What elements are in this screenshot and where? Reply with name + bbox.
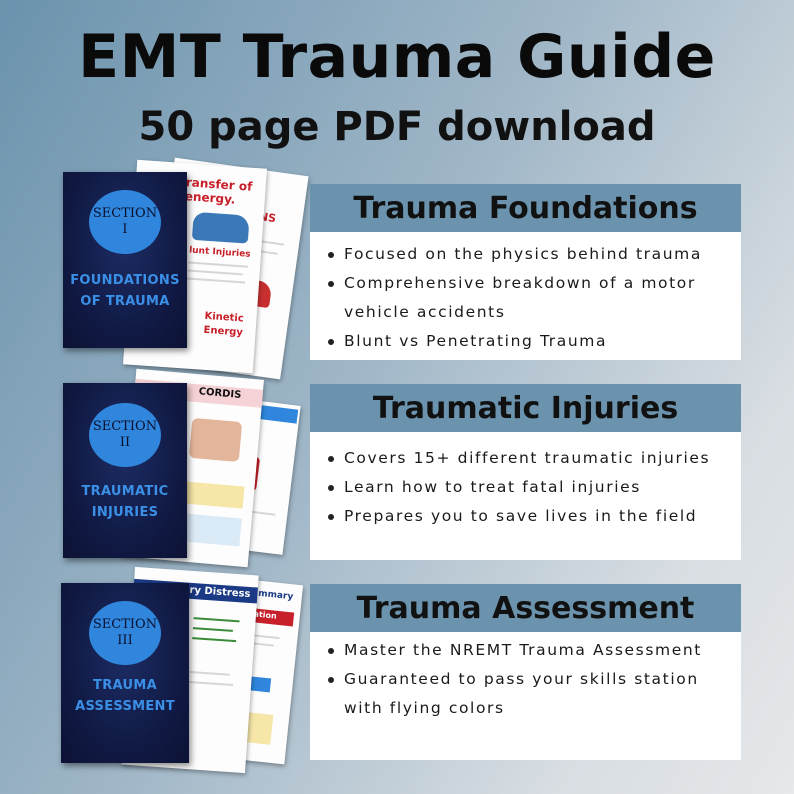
page-title: EMT Trauma Guide xyxy=(78,22,716,92)
card-heading: Trauma Assessment xyxy=(310,584,741,632)
book-mockup-section-2: CORDIS SECTION II TRAUMATIC INJURIES xyxy=(60,368,301,570)
card-heading: Traumatic Injuries xyxy=(310,384,741,432)
car-image xyxy=(191,211,250,244)
list-item: Covers 15+ different traumatic injuries xyxy=(328,444,731,473)
list-item: Focused on the physics behind trauma xyxy=(328,240,731,269)
page-label: Energy xyxy=(203,324,244,339)
cover-title: TRAUMA ASSESSMENT xyxy=(75,678,175,714)
injury-image xyxy=(188,417,243,463)
book-mockup-section-1: LLISIONS ransfer of energy. lunt Injurie… xyxy=(60,157,309,380)
section-badge: SECTION I xyxy=(89,190,161,254)
page-label: Kinetic xyxy=(204,310,245,325)
cover-title: TRAUMATIC INJURIES xyxy=(81,484,169,520)
list-item: Learn how to treat fatal injuries xyxy=(328,473,731,502)
info-box xyxy=(179,513,242,547)
book-cover: SECTION III TRAUMA ASSESSMENT xyxy=(61,583,189,763)
list-item: Blunt vs Penetrating Trauma xyxy=(328,327,731,356)
info-box xyxy=(182,481,245,509)
page-subheading: lunt Injuries xyxy=(188,245,251,260)
bullet-list: Focused on the physics behind trauma Com… xyxy=(310,232,741,364)
book-mockup-section-3: ment Summary Circulation ry Distress SEC… xyxy=(58,565,304,775)
section-badge: SECTION III xyxy=(89,601,161,665)
page-heading: ransfer of energy. xyxy=(184,175,253,207)
list-item: Comprehensive breakdown of a motor vehic… xyxy=(328,269,731,327)
book-cover: SECTION I FOUNDATIONS OF TRAUMA xyxy=(63,172,187,348)
section-card-injuries: Traumatic Injuries Covers 15+ different … xyxy=(310,384,741,560)
page-subtitle: 50 page PDF download xyxy=(138,104,656,150)
section-badge: SECTION II xyxy=(89,403,161,467)
bullet-list: Covers 15+ different traumatic injuries … xyxy=(310,432,741,539)
list-item: Prepares you to save lives in the field xyxy=(328,502,731,531)
book-cover: SECTION II TRAUMATIC INJURIES xyxy=(63,383,187,558)
card-heading: Trauma Foundations xyxy=(310,184,741,232)
bullet-list: Master the NREMT Trauma Assessment Guara… xyxy=(310,632,741,731)
list-item: Master the NREMT Trauma Assessment xyxy=(328,636,731,665)
cover-title: FOUNDATIONS OF TRAUMA xyxy=(70,273,180,309)
section-card-assessment: Trauma Assessment Master the NREMT Traum… xyxy=(310,584,741,760)
section-card-foundations: Trauma Foundations Focused on the physic… xyxy=(310,184,741,360)
list-item: Guaranteed to pass your skills station w… xyxy=(328,665,731,723)
